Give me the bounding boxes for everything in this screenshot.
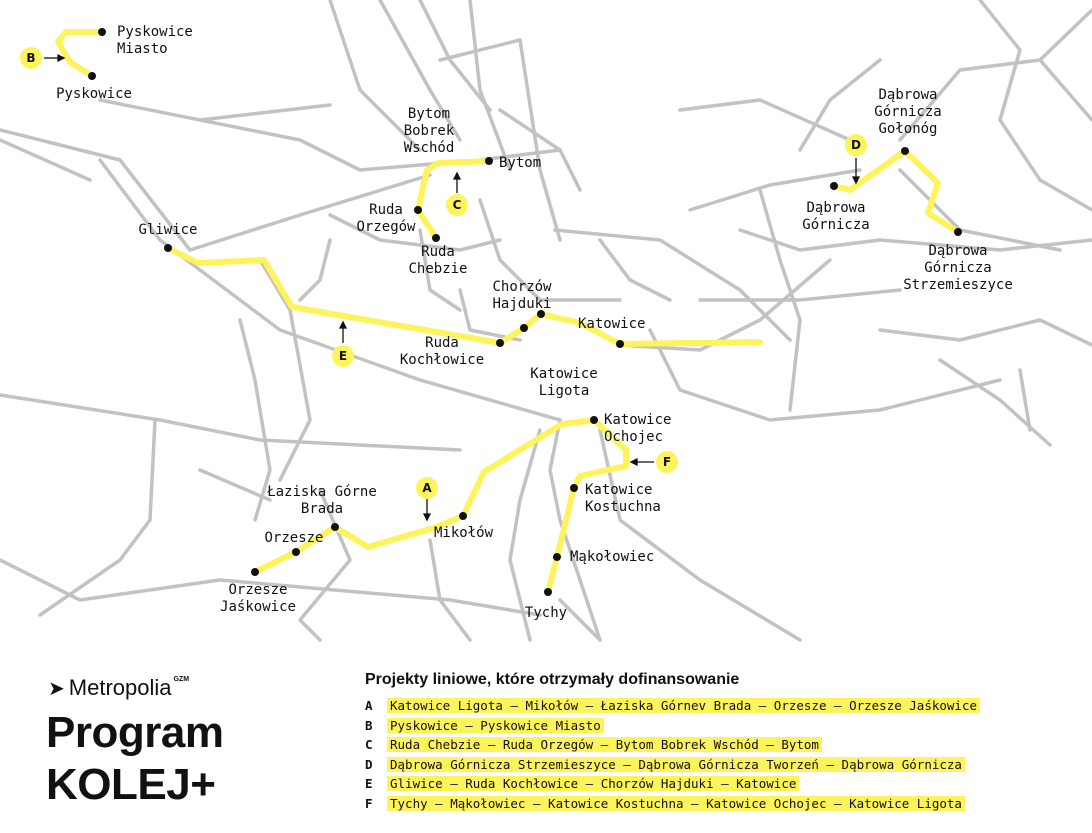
station-dot-katowice — [616, 340, 624, 348]
station-label-mikolow: Mikołów — [434, 525, 494, 541]
station-dot-pyskowice-miasto — [98, 28, 106, 36]
project-line-a — [252, 417, 598, 575]
station-dot-orzesze — [292, 548, 300, 556]
legend-panel: ➤ Metropolia GZM Program KOLEJ+ Projekty… — [0, 645, 1092, 833]
station-label-orzesze: Orzesze — [264, 530, 323, 546]
program-title: Program KOLEJ+ — [46, 707, 224, 811]
station-label-gliwice: Gliwice — [138, 222, 197, 238]
station-label-tychy: Tychy — [525, 605, 567, 621]
project-line-d — [831, 148, 961, 235]
project-line-e — [165, 245, 763, 347]
badge-a: A — [416, 477, 438, 499]
station-dot-makolowiec — [553, 553, 561, 561]
station-dots — [88, 28, 962, 596]
station-dot-pyskowice — [88, 72, 96, 80]
station-dot-chorzow-hajduki — [520, 324, 528, 332]
svg-text:D: D — [851, 138, 861, 152]
program-title-line1: Program — [46, 708, 224, 757]
brand-name: Metropolia — [68, 675, 172, 700]
station-dot-katowice-kostuchna — [570, 484, 578, 492]
brand-sup: GZM — [173, 675, 190, 683]
station-dot-ruda-chebzie — [432, 234, 440, 242]
station-dot-bytom — [485, 157, 493, 165]
svg-text:B: B — [26, 51, 35, 65]
badge-c: C — [446, 194, 468, 216]
badge-e: E — [332, 345, 354, 367]
station-label-katowice: Katowice — [578, 316, 645, 332]
badge-d: D — [845, 134, 867, 156]
svg-text:A: A — [422, 481, 432, 495]
svg-text:E: E — [339, 349, 347, 363]
station-dot-katowice-ochojec — [590, 416, 598, 424]
station-dot-laziska — [331, 523, 339, 531]
brand-logo: ➤ Metropolia GZM — [48, 675, 189, 701]
badge-b: B — [20, 47, 42, 69]
station-dot-mikolow — [459, 512, 467, 520]
arrow-mark-icon: ➤ — [48, 677, 65, 700]
station-dot-ruda-kochlowice — [496, 339, 504, 347]
station-dot-ruda-orzegow — [414, 206, 422, 214]
legend-title: Projekty liniowe, które otrzymały dofina… — [365, 671, 740, 688]
program-title-line2: KOLEJ+ — [46, 760, 216, 809]
station-label-pyskowice: Pyskowice — [56, 86, 132, 102]
station-dot-dabrowa — [830, 182, 838, 190]
station-dot-dabrowa-strzemieszyce — [954, 228, 962, 236]
station-label-bytom: Bytom — [499, 155, 541, 171]
badge-pointers — [44, 53, 861, 522]
background-rail-network — [0, 0, 1092, 642]
station-dot-chorzow-hajduki-2 — [537, 310, 545, 318]
project-line-c — [415, 158, 492, 241]
station-dot-dabrowa-golonog — [901, 147, 909, 155]
station-dot-orzesze-jaskowice — [251, 568, 259, 576]
station-dot-gliwice — [164, 244, 172, 252]
svg-text:C: C — [453, 198, 462, 212]
svg-text:F: F — [663, 455, 671, 469]
station-label-makolowiec: Mąkołowiec — [570, 549, 654, 565]
badge-f: F — [656, 451, 678, 473]
project-line-b — [55, 29, 105, 79]
station-dot-tychy — [544, 588, 552, 596]
